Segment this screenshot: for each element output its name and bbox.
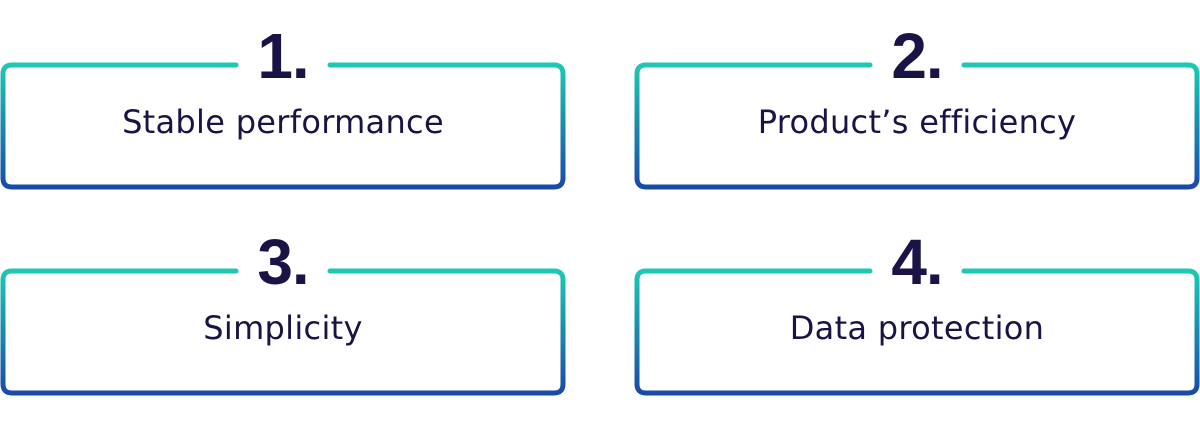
card-number: 3. (257, 226, 309, 298)
feature-card-3: 3. Simplicity (0, 230, 566, 396)
feature-card-4: 4. Data protection (634, 230, 1200, 396)
card-label: Product’s efficiency (757, 103, 1077, 141)
card-number: 1. (257, 20, 309, 92)
card-frame (634, 268, 1200, 396)
card-label: Data protection (789, 309, 1045, 347)
card-frame (634, 62, 1200, 190)
card-number: 2. (891, 20, 943, 92)
card-frame (0, 62, 566, 190)
card-number: 4. (891, 226, 943, 298)
card-frame (0, 268, 566, 396)
card-label: Stable performance (122, 103, 444, 141)
card-label: Simplicity (203, 309, 363, 347)
feature-card-1: 1. Stable performance (0, 24, 566, 190)
feature-card-2: 2. Product’s efficiency (634, 24, 1200, 190)
